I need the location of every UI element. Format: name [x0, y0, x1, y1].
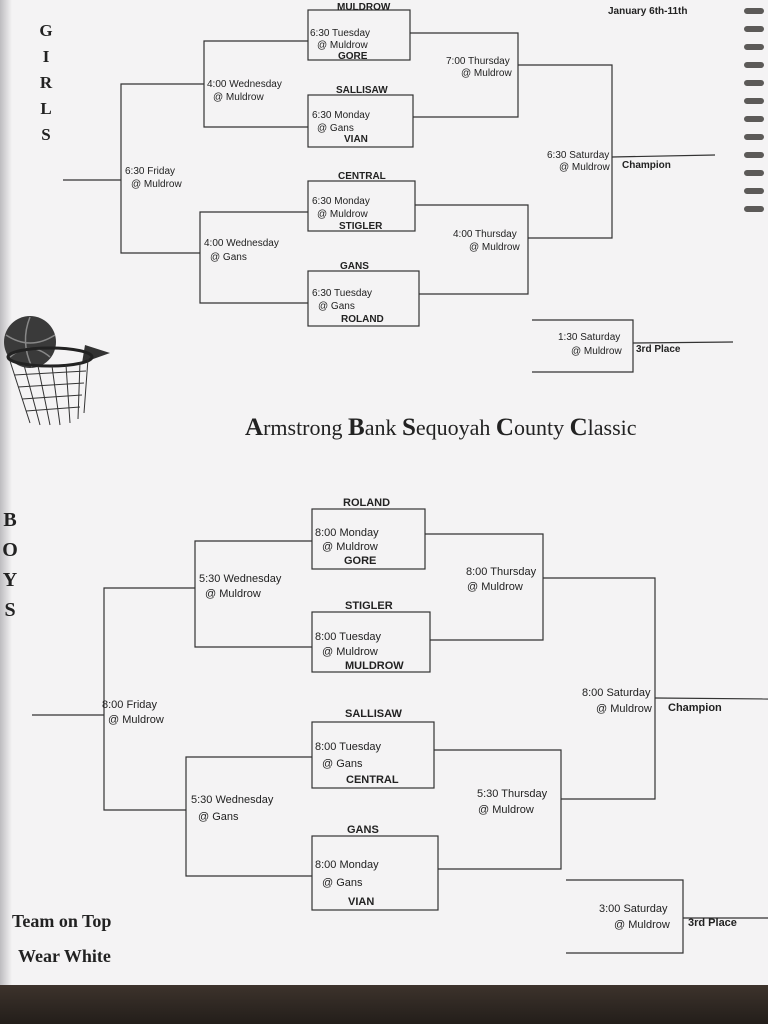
game-location: @ Muldrow — [317, 40, 368, 51]
game-time: 4:00 Thursday — [453, 229, 517, 240]
game-location: @ Muldrow — [322, 541, 378, 553]
team-label: STIGLER — [345, 600, 393, 612]
game-time: 8:00 Tuesday — [315, 741, 382, 753]
game-location: @ Muldrow — [317, 209, 368, 220]
game-location: @ Muldrow — [322, 646, 378, 658]
team-label: GANS — [340, 261, 369, 272]
team-label: VIAN — [348, 896, 375, 908]
game-time: 5:30 Thursday — [477, 788, 548, 800]
game-time: 8:00 Monday — [315, 527, 379, 539]
game-time: 6:30 Friday — [125, 166, 176, 177]
game-location: @ Gans — [198, 811, 239, 823]
game-location: @ Muldrow — [596, 703, 652, 715]
game-location: @ Gans — [317, 123, 354, 134]
note-wear-white: Wear White — [18, 946, 111, 966]
game-time: 4:00 Wednesday — [207, 79, 282, 90]
bracket-lines — [32, 9, 768, 954]
team-label: MULDROW — [345, 660, 404, 672]
third-place-label: 3rd Place — [688, 917, 737, 929]
game-location: @ Muldrow — [469, 242, 520, 253]
game-location: @ Gans — [322, 758, 363, 770]
desk-surface — [0, 985, 768, 1024]
page-shadow — [0, 0, 12, 985]
champion-label: Champion — [622, 160, 671, 171]
game-time: 7:00 Thursday — [446, 56, 510, 67]
team-label: ROLAND — [343, 497, 391, 509]
game-time: 6:30 Tuesday — [310, 28, 371, 39]
game-time: 8:00 Thursday — [466, 566, 537, 578]
game-location: @ Gans — [318, 301, 355, 312]
team-label: VIAN — [344, 134, 368, 145]
game-location: @ Muldrow — [205, 588, 261, 600]
game-time: 6:30 Monday — [312, 196, 370, 207]
game-location: @ Muldrow — [478, 804, 534, 816]
game-time: 1:30 Saturday — [558, 332, 621, 343]
game-time: 8:00 Saturday — [582, 687, 651, 699]
team-label: ROLAND — [341, 314, 384, 325]
game-location: @ Muldrow — [559, 162, 610, 173]
game-time: 6:30 Saturday — [547, 150, 610, 161]
game-time: 3:00 Saturday — [599, 903, 668, 915]
team-label: GANS — [347, 824, 379, 836]
game-location: @ Muldrow — [571, 346, 622, 357]
game-location: @ Muldrow — [131, 179, 182, 190]
game-time: 8:00 Friday — [102, 699, 158, 711]
basketball-hoop-icon — [4, 316, 110, 426]
team-label: SALLISAW — [345, 708, 402, 720]
third-place-label: 3rd Place — [636, 344, 681, 355]
team-label: STIGLER — [339, 221, 383, 232]
game-time: 4:00 Wednesday — [204, 238, 279, 249]
team-label: GORE — [338, 51, 368, 62]
champion-label: Champion — [668, 702, 722, 714]
team-label: MULDROW — [337, 2, 391, 13]
team-label: CENTRAL — [338, 171, 386, 182]
game-time: 5:30 Wednesday — [199, 573, 282, 585]
game-location: @ Muldrow — [108, 714, 164, 726]
game-location: @ Muldrow — [467, 581, 523, 593]
team-label: GORE — [344, 555, 377, 567]
game-location: @ Muldrow — [614, 919, 670, 931]
game-time: 8:00 Tuesday — [315, 631, 382, 643]
tournament-title: Armstrong Bank Sequoyah County Classic — [245, 414, 637, 441]
team-label: CENTRAL — [346, 774, 399, 786]
spiral-binding — [740, 0, 768, 240]
game-location: @ Muldrow — [213, 92, 264, 103]
game-time: 5:30 Wednesday — [191, 794, 274, 806]
game-location: @ Muldrow — [461, 68, 512, 79]
game-location: @ Gans — [210, 252, 247, 263]
game-time: 6:30 Monday — [312, 110, 370, 121]
team-label: SALLISAW — [336, 85, 388, 96]
game-time: 6:30 Tuesday — [312, 288, 373, 299]
note-team-on-top: Team on Top — [12, 911, 112, 931]
game-time: 8:00 Monday — [315, 859, 379, 871]
game-location: @ Gans — [322, 877, 363, 889]
date-range: January 6th-11th — [608, 6, 688, 17]
